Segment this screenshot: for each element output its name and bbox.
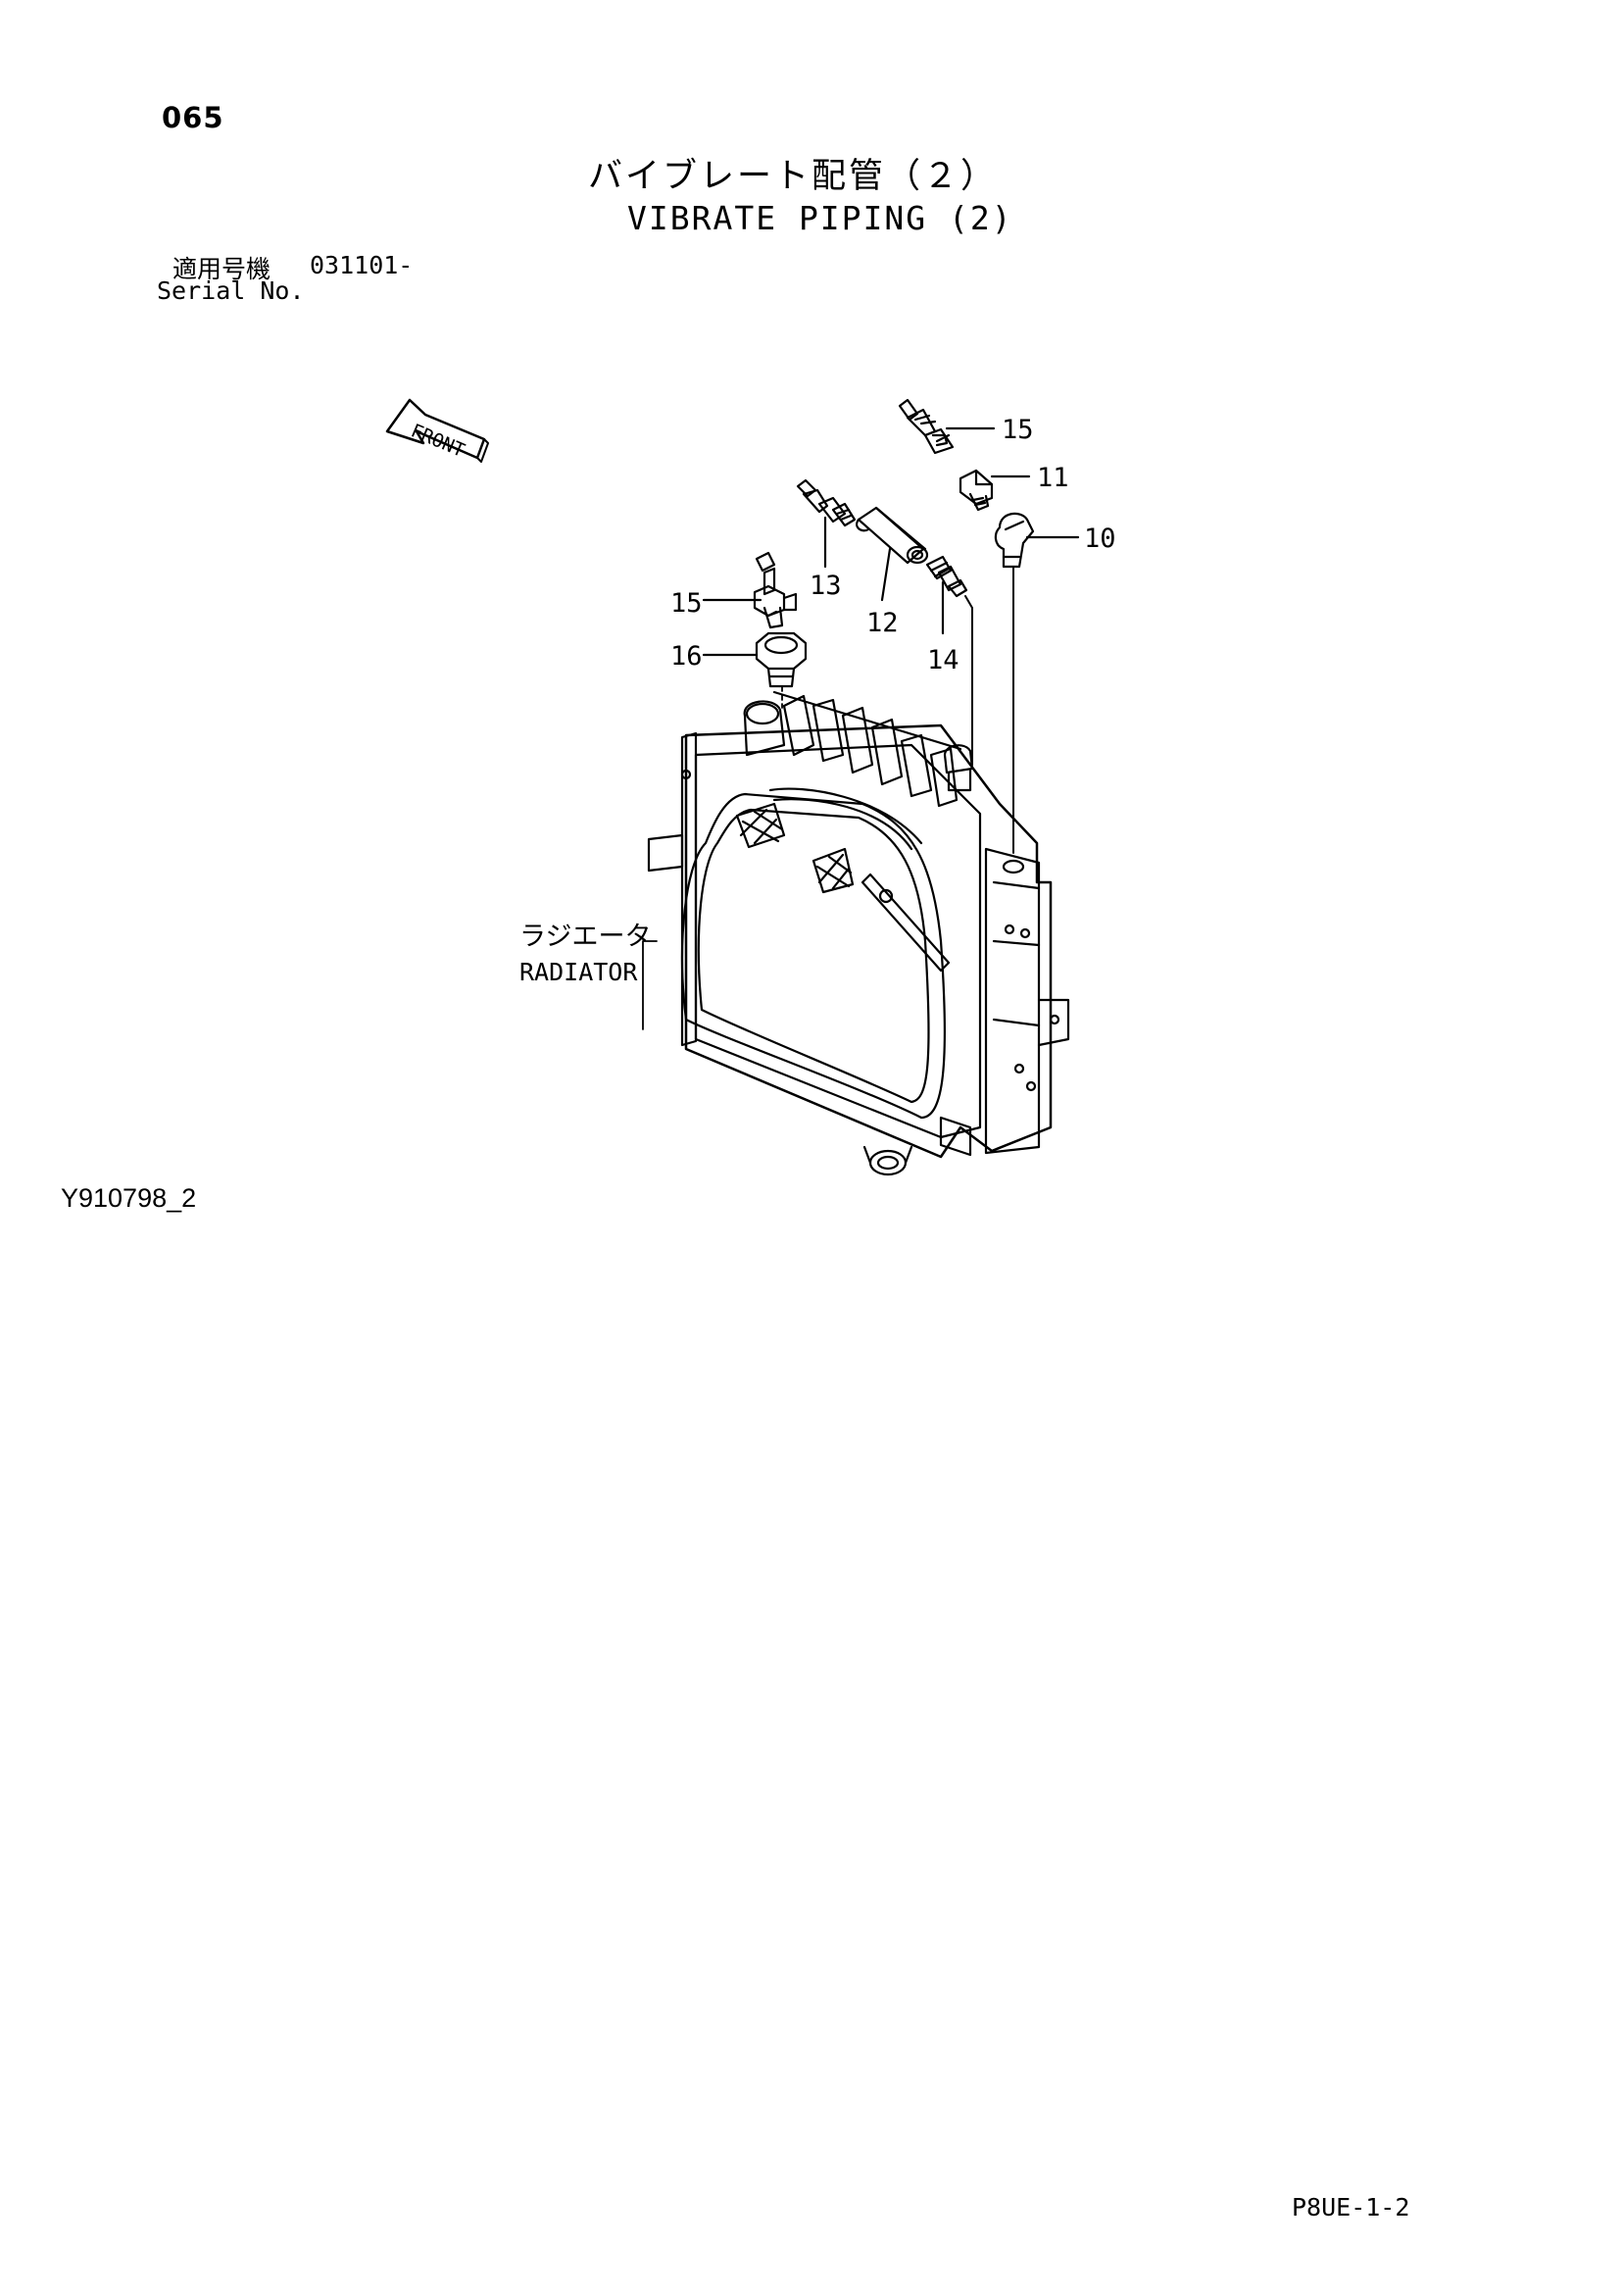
fitting-14: [925, 555, 968, 598]
callout-14: 14: [927, 645, 959, 675]
drawing-id: Y910798_2: [61, 1183, 197, 1213]
callout-13: 13: [810, 571, 842, 601]
fitting-11: [959, 469, 994, 512]
page-title-jp: バイブレート配管（２）: [588, 157, 999, 196]
fitting-15-left: [753, 551, 798, 629]
callout-15-top: 15: [1002, 415, 1034, 445]
fitting-13: [796, 478, 857, 527]
fitting-15-top: [898, 398, 955, 455]
serial-label-en: Serial No.: [157, 276, 305, 305]
page-title-en: VIBRATE PIPING (2): [627, 199, 1013, 237]
serial-label-jp: 適用号機: [172, 255, 271, 283]
pipe-12: [856, 506, 929, 565]
page-number: 065: [162, 101, 224, 134]
radiator-body: [647, 690, 1070, 1176]
elbow-10: [994, 512, 1035, 569]
callout-12: 12: [866, 608, 899, 638]
callout-16: 16: [670, 641, 703, 672]
radiator-label-jp: ラジエータ: [519, 922, 651, 952]
callout-10: 10: [1084, 524, 1116, 554]
front-arrow: FRONT: [385, 398, 489, 463]
radiator-label-en: RADIATOR: [519, 958, 638, 986]
nut-16: [755, 631, 808, 688]
front-label: FRONT: [408, 420, 467, 462]
sheet-code: P8UE-1-2: [1292, 2193, 1410, 2221]
callout-11: 11: [1037, 463, 1069, 493]
callout-15-left: 15: [670, 588, 703, 619]
serial-value: 031101-: [310, 251, 414, 279]
